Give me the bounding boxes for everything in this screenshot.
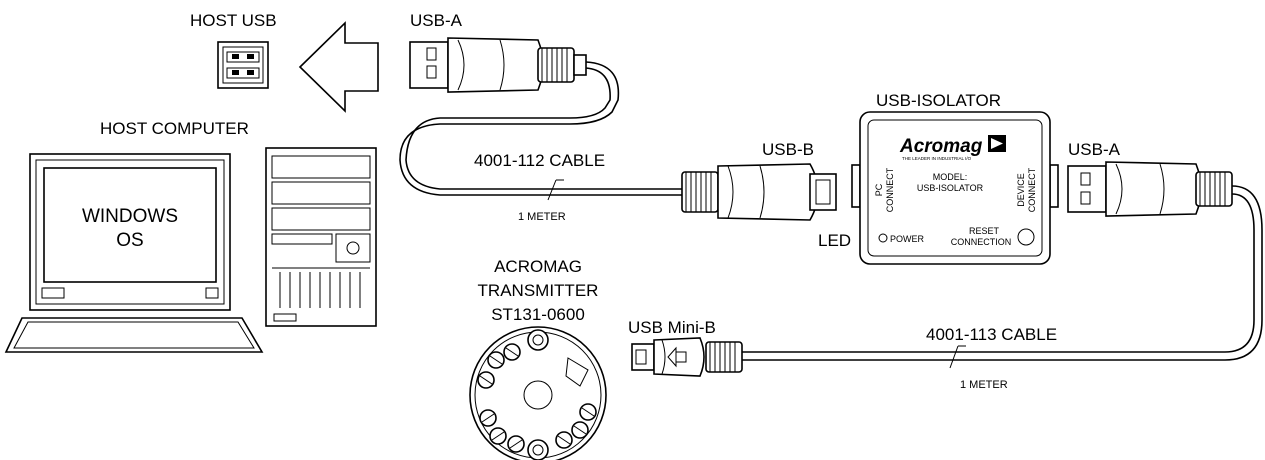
power-label: POWER: [890, 234, 925, 244]
os-label: OS: [116, 230, 143, 251]
usb-isolator-title: USB-ISOLATOR: [876, 91, 1001, 110]
usb-b-plug: [681, 163, 837, 221]
cable-4001-112: [399, 61, 682, 201]
acromag-logo-text: Acromag: [899, 136, 983, 157]
acromag-logo-icon: [988, 135, 1006, 152]
windows-label: WINDOWS: [82, 206, 178, 227]
device-connect-line1: DEVICE: [1016, 173, 1026, 207]
power-led-indicator: [878, 233, 888, 243]
model-line2: USB-ISOLATOR: [917, 183, 984, 193]
usb-mini-b-label: USB Mini-B: [628, 318, 716, 337]
transmitter-device: [469, 326, 607, 460]
transmitter-line1: ACROMAG: [494, 257, 582, 276]
usb-b-label: USB-B: [762, 140, 814, 159]
usb-a-top-label: USB-A: [410, 11, 463, 30]
model-line1: MODEL:: [933, 172, 968, 182]
transmitter-line2: TRANSMITTER: [478, 281, 599, 300]
host-usb-label: HOST USB: [190, 11, 277, 30]
reset-line2: CONNECTION: [951, 237, 1012, 247]
meter-bottom-label: 1 METER: [960, 379, 1008, 391]
device-connect-line2: CONNECT: [1027, 167, 1037, 212]
usb-a-right-label: USB-A: [1068, 140, 1121, 159]
transmitter-line3: ST131-0600: [491, 305, 585, 324]
usb-a-top-plug: [409, 37, 587, 93]
host-usb-port: [217, 41, 269, 89]
pc-connect-line1: PC: [874, 183, 884, 196]
computer-tower: [265, 147, 377, 327]
cable-112-label: 4001-112 CABLE: [474, 151, 605, 170]
led-label: LED: [818, 231, 851, 250]
host-computer-label: HOST COMPUTER: [100, 119, 249, 138]
usb-a-right-plug: [1067, 161, 1233, 217]
monitor: [29, 153, 231, 311]
arrow-left-icon: [298, 21, 379, 113]
pc-connect-line2: CONNECT: [885, 167, 895, 212]
reset-button: [1017, 228, 1035, 246]
acromag-tagline: THE LEADER IN INDUSTRIAL I/O: [902, 156, 972, 161]
usb-mini-b-plug: [631, 337, 743, 377]
cable-4001-113: [742, 185, 1263, 369]
reset-line1: RESET: [969, 226, 1000, 236]
keyboard: [4, 317, 264, 353]
cable-113-label: 4001-113 CABLE: [926, 325, 1057, 344]
meter-top-label: 1 METER: [518, 211, 566, 223]
